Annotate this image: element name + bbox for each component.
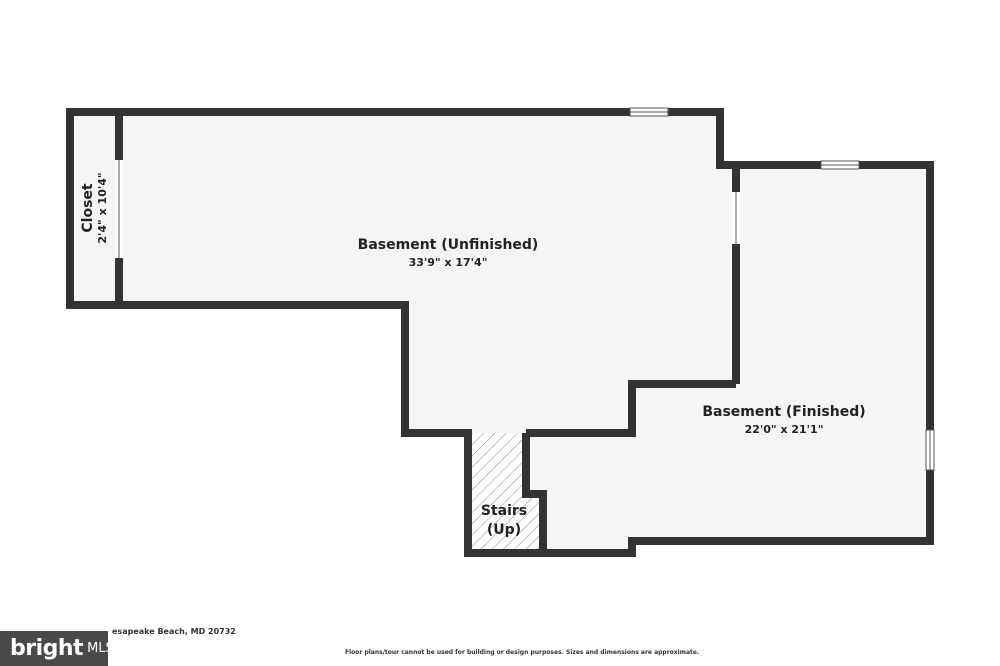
stairs-label-line1: Stairs [481, 503, 527, 519]
unfinished-name: Basement (Unfinished) [358, 237, 539, 253]
property-address: esapeake Beach, MD 20732 [112, 627, 236, 636]
closet-dimensions: 2'4" x 10'4" [96, 172, 109, 243]
stairs-wall [522, 433, 547, 553]
divider-wall-step [526, 380, 736, 437]
window-top-finished [820, 160, 860, 170]
disclaimer-text: Floor plans/tour cannot be used for buil… [345, 649, 700, 656]
brand-logo-text: bright [10, 636, 84, 661]
window-right-finished [925, 429, 935, 471]
finished-dimensions: 22'0" x 21'1" [745, 423, 824, 436]
outer-wall [66, 108, 934, 557]
closet-floor [70, 112, 119, 305]
finished-name: Basement (Finished) [702, 404, 865, 420]
closet-name: Closet [80, 183, 96, 233]
stairs-label-line2: (Up) [487, 522, 521, 538]
unfinished-dimensions: 33'9" x 17'4" [409, 256, 488, 269]
window-top-unfinished [629, 107, 669, 117]
brand-suffix: MLS [87, 641, 114, 656]
finished-floor [526, 165, 930, 553]
mls-badge: bright MLS [0, 631, 114, 666]
unfinished-floor [119, 112, 736, 433]
